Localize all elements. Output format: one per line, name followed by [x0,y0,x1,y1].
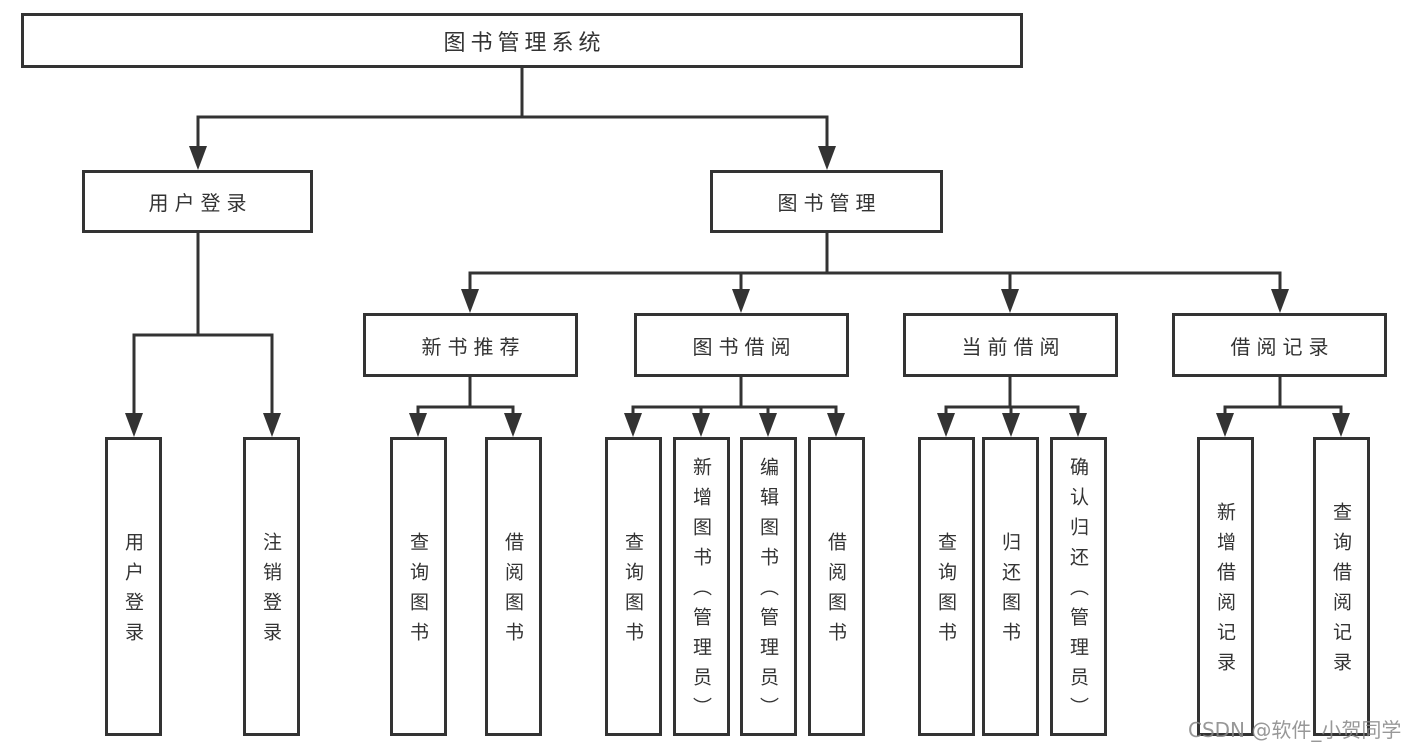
node-book-borrow: 图书借阅 [634,313,849,377]
connector-new-book-rec-to-children [409,377,522,437]
node-bb-add-books-admin-label: 新增图书（管理员） [690,456,712,727]
node-br-query-record-label: 查询借阅记录 [1330,501,1352,682]
node-bb-borrow-books: 借阅图书 [808,437,865,736]
node-br-query-record: 查询借阅记录 [1313,437,1370,736]
node-cb-query-books: 查询图书 [918,437,975,736]
node-bb-borrow-books-label: 借阅图书 [825,531,847,652]
node-bb-add-books-admin: 新增图书（管理员） [673,437,730,736]
node-cb-query-books-label: 查询图书 [935,531,957,652]
node-nbr-query-books-label: 查询图书 [407,531,429,652]
node-br-add-record: 新增借阅记录 [1197,437,1254,736]
node-cb-return-books: 归还图书 [982,437,1039,736]
node-bb-query-books-label: 查询图书 [622,531,644,652]
node-bb-edit-books-admin-label: 编辑图书（管理员） [757,456,779,727]
node-nbr-query-books: 查询图书 [390,437,447,736]
connector-book-mgmt-to-level3 [461,233,1289,313]
node-cb-return-books-label: 归还图书 [999,531,1021,652]
node-cb-confirm-return-admin: 确认归还（管理员） [1050,437,1107,736]
node-root: 图书管理系统 [21,13,1023,68]
node-new-book-rec: 新书推荐 [363,313,578,377]
connector-root-to-level2 [189,68,836,170]
node-user-login-group: 用户登录 [82,170,313,233]
node-root-label: 图书管理系统 [443,30,606,56]
node-user-login: 用户登录 [105,437,162,736]
connector-book-borrow-to-children [624,377,845,437]
node-book-borrow-label: 图书借阅 [692,334,797,359]
node-current-borrow: 当前借阅 [903,313,1118,377]
connector-user-login-to-children [125,233,281,437]
node-cb-confirm-return-admin-label: 确认归还（管理员） [1067,456,1089,727]
connector-current-borrow-to-children [937,377,1087,437]
node-logout: 注销登录 [243,437,300,736]
node-nbr-borrow-books: 借阅图书 [485,437,542,736]
csdn-watermark: CSDN @软件_小贺同学 [1188,718,1402,742]
node-book-mgmt-label: 图书管理 [777,191,882,215]
node-borrow-records-label: 借阅记录 [1230,334,1335,359]
node-nbr-borrow-books-label: 借阅图书 [502,531,524,652]
node-book-mgmt: 图书管理 [710,170,943,233]
node-bb-query-books: 查询图书 [605,437,662,736]
connector-borrow-records-to-children [1216,377,1350,437]
node-borrow-records: 借阅记录 [1172,313,1387,377]
node-user-login-label: 用户登录 [122,531,144,652]
node-logout-label: 注销登录 [260,531,282,652]
node-new-book-rec-label: 新书推荐 [421,334,526,359]
node-bb-edit-books-admin: 编辑图书（管理员） [740,437,797,736]
node-br-add-record-label: 新增借阅记录 [1214,501,1236,682]
node-current-borrow-label: 当前借阅 [961,334,1066,359]
node-user-login-group-label: 用户登录 [148,191,253,215]
